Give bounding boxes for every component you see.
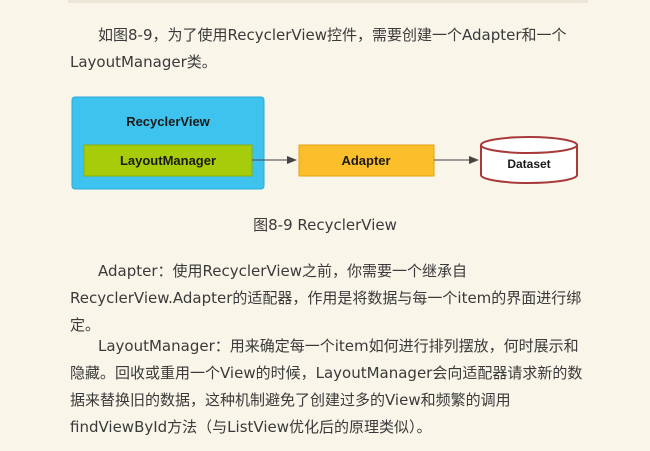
adapter-box	[298, 144, 435, 177]
layoutmanager-paragraph: LayoutManager：用来确定每一个item如何进行排列摆放，何时展示和隐…	[70, 337, 583, 436]
dataset-label: Dataset	[507, 157, 550, 171]
dataset-cylinder	[480, 136, 578, 184]
figure-caption: 图8-9 RecyclerView	[253, 216, 397, 234]
top-divider	[68, 0, 588, 3]
intro-paragraph: 如图8-9，为了使用RecyclerView控件，需要创建一个Adapter和一…	[70, 26, 567, 71]
adapter-label: Adapter	[341, 153, 390, 168]
adapter-paragraph: Adapter：使用RecyclerView之前，你需要一个继承自Recycle…	[70, 262, 582, 334]
recyclerview-diagram: RecyclerView LayoutManager Adapter Datas…	[71, 96, 578, 190]
layoutmanager-label: LayoutManager	[120, 153, 216, 168]
recyclerview-label: RecyclerView	[126, 114, 210, 129]
